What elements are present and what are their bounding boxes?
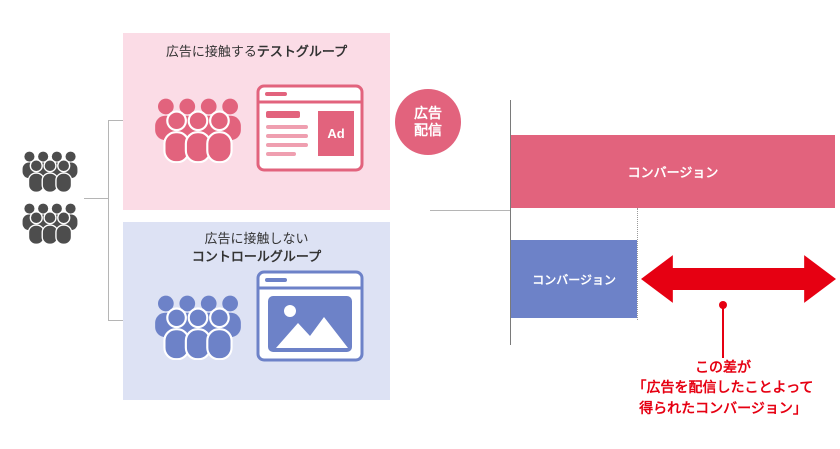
connector-line	[84, 198, 108, 199]
conversion-bar-control-label: コンバージョン	[532, 272, 617, 287]
test-group-title-bold: テストグループ	[256, 44, 348, 59]
difference-annotation-line3: 得られたコンバージョン」	[639, 399, 807, 416]
control-group-title-line1: 広告に接触しない	[204, 231, 309, 246]
difference-annotation-line2: 「広告を配信したことよって	[632, 379, 814, 396]
chart-axis	[510, 100, 511, 345]
difference-annotation-line1: この差が	[695, 359, 751, 375]
ad-delivery-badge: 広告 配信	[395, 89, 461, 155]
connector-line	[430, 210, 510, 211]
ad-delivery-badge-line2: 配信	[414, 122, 442, 138]
annotation-pointer-dot	[719, 301, 727, 309]
audience-crowd-icon	[18, 148, 82, 194]
conversion-bar-control: コンバージョン	[511, 240, 638, 318]
conversion-bar-test-label: コンバージョン	[627, 165, 719, 180]
test-group-title: 広告に接触するテストグループ	[123, 43, 390, 61]
connector-line	[108, 120, 123, 121]
control-group-title-bold: コントロールグループ	[191, 248, 322, 264]
ad-delivery-badge-line1: 広告	[414, 104, 442, 121]
difference-guide-line	[637, 208, 638, 320]
control-group-crowd-icon	[148, 292, 248, 360]
test-group-title-prefix: 広告に接触する	[165, 44, 257, 59]
ad-label: Ad	[327, 126, 344, 141]
control-group-title: 広告に接触しない コントロールグループ	[123, 230, 390, 265]
ad-browser-illustration: Ad	[256, 84, 364, 172]
no-ad-browser-illustration	[256, 270, 364, 362]
difference-arrow-icon	[641, 255, 836, 303]
conversion-bar-test: コンバージョン	[511, 135, 835, 208]
connector-line	[108, 120, 109, 320]
image-placeholder-icon	[268, 296, 352, 352]
connector-line	[108, 320, 123, 321]
test-group-crowd-icon	[148, 95, 248, 163]
ad-slot	[318, 111, 354, 156]
difference-annotation: この差が 「広告を配信したことよって 得られたコンバージョン」	[560, 357, 840, 418]
annotation-pointer-line	[722, 307, 724, 358]
audience-crowd-icon	[18, 200, 82, 246]
